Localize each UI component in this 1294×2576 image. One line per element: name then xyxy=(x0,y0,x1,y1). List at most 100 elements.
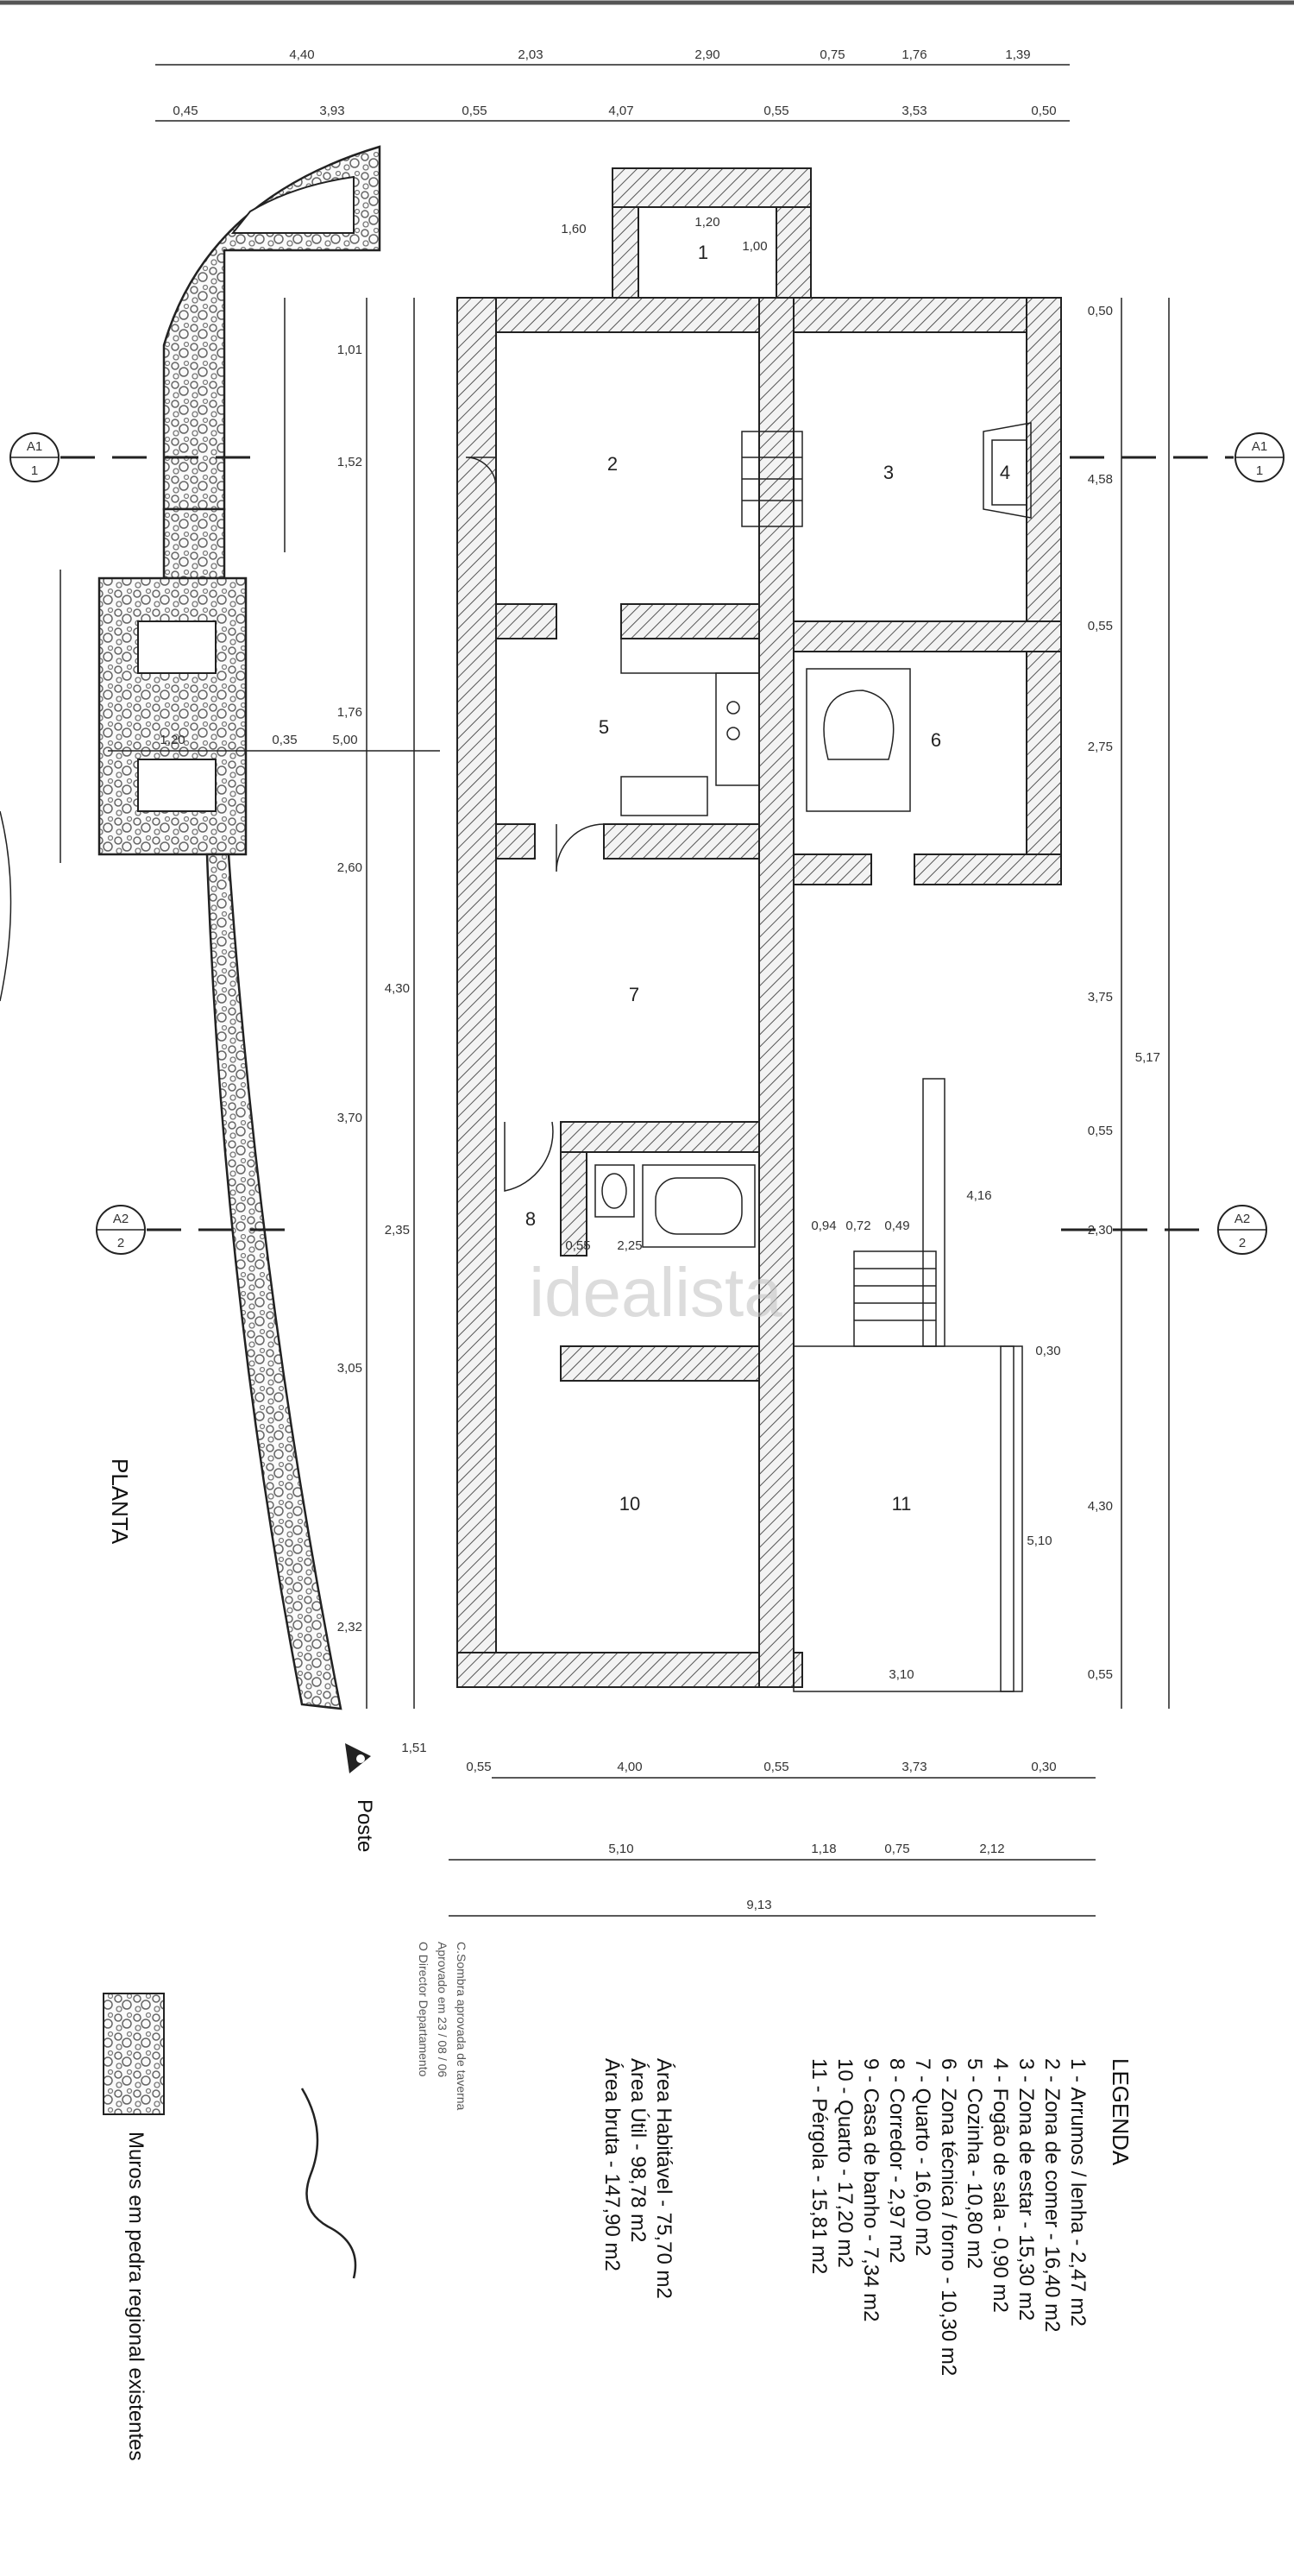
legend-item-1: 1 - Arrumos / lenha - 2,47 m2 xyxy=(1066,2058,1090,2327)
approval-stamp: C.Sombra aprovada de taverna Aprovado em… xyxy=(417,1942,468,2111)
dim-int-7: 2,25 xyxy=(617,1238,642,1253)
legend-item-4: 4 - Fogão de sala - 0,90 m2 xyxy=(989,2058,1012,2313)
room-label-5: 5 xyxy=(599,716,609,738)
dim-bottom2-1: 1,18 xyxy=(811,1842,836,1856)
dim-int-3: 0,35 xyxy=(272,733,297,747)
legend-item-2: 2 - Zona de comer - 16,40 m2 xyxy=(1040,2058,1064,2332)
area-bruta: Área bruta - 147,90 m2 xyxy=(600,2058,624,2271)
dim-int-2: 1,20 xyxy=(160,733,185,747)
signature xyxy=(300,2088,357,2279)
room-label-8: 8 xyxy=(525,1208,536,1230)
dim-top1-1: 2,03 xyxy=(518,47,543,62)
dim-top2-6: 0,50 xyxy=(1031,104,1056,118)
dim-right-6: 2,30 xyxy=(1088,1223,1113,1238)
dim-int-5: 1,60 xyxy=(561,222,586,236)
room-label-2: 2 xyxy=(607,453,618,475)
legend-title: LEGENDA xyxy=(1108,2058,1134,2166)
dim-right-7: 4,30 xyxy=(1088,1499,1113,1514)
legend-areas: Área Habitável - 75,70 m2 Área Útil - 98… xyxy=(600,2058,675,2299)
legend-item-7: 7 - Quarto - 16,00 m2 xyxy=(911,2058,934,2256)
dim-int-14: 1,51 xyxy=(401,1741,426,1755)
dim-left-3: 2,60 xyxy=(337,860,362,875)
dim-right-total: 5,17 xyxy=(1135,1050,1160,1065)
dim-bottom1-2: 0,55 xyxy=(763,1760,788,1774)
dim-left-0: 1,01 xyxy=(337,343,362,357)
dim-top1-5: 1,39 xyxy=(1005,47,1030,62)
room-label-10: 10 xyxy=(619,1493,640,1515)
dim-int-6: 0,55 xyxy=(565,1238,590,1253)
dim-top2-1: 3,93 xyxy=(319,104,344,118)
section-a1-right-label: A1 xyxy=(1252,439,1267,454)
svg-text:C.Sombra aprovada de taverna: C.Sombra aprovada de taverna xyxy=(455,1942,468,2111)
dim-int-4: 5,00 xyxy=(332,733,357,747)
dim-right-0: 0,50 xyxy=(1088,304,1113,318)
dim-bottom1-3: 3,73 xyxy=(901,1760,927,1774)
dim-right-2: 0,55 xyxy=(1088,619,1113,633)
legend-item-10: 10 - Quarto - 17,20 m2 xyxy=(833,2058,857,2268)
svg-text:Aprovado em 23 / 08 / 06: Aprovado em 23 / 08 / 06 xyxy=(436,1942,449,2077)
legend-item-8: 8 - Corredor - 2,97 m2 xyxy=(885,2058,908,2263)
dim-bottom1-1: 4,00 xyxy=(617,1760,642,1774)
legend-item-5: 5 - Cozinha - 10,80 m2 xyxy=(963,2058,986,2269)
building-walls xyxy=(456,167,1062,1688)
room-label-3: 3 xyxy=(883,462,894,483)
dim-bottom2-2: 0,75 xyxy=(884,1842,909,1856)
dim-top1-0: 4,40 xyxy=(289,47,314,62)
dim-left-5: 3,70 xyxy=(337,1111,362,1125)
dim-left-1: 1,52 xyxy=(337,455,362,469)
area-habitavel: Área Habitável - 75,70 m2 xyxy=(652,2058,675,2299)
legend-item-11: 11 - Pérgola - 15,81 m2 xyxy=(807,2058,831,2274)
stone-wall xyxy=(0,145,381,1710)
dim-top1-2: 2,90 xyxy=(694,47,719,62)
legend-item-3: 3 - Zona de estar - 15,30 m2 xyxy=(1014,2058,1038,2321)
dim-int-9: 0,72 xyxy=(845,1219,870,1233)
dim-top2-5: 3,53 xyxy=(901,104,927,118)
post-label: Poste xyxy=(353,1799,376,1852)
dim-bottom1-4: 0,30 xyxy=(1031,1760,1056,1774)
section-a1-left-label: A1 xyxy=(27,439,42,454)
dim-right-4: 3,75 xyxy=(1088,990,1113,1005)
dim-int-15: 0,30 xyxy=(1035,1344,1060,1358)
dimension-lines xyxy=(60,64,1170,1917)
dim-bottom-total: 9,13 xyxy=(746,1898,771,1912)
dim-int-1: 1,00 xyxy=(742,239,767,254)
dimension-texts: 4,40 2,03 2,90 0,75 1,76 1,39 0,45 3,93 … xyxy=(160,47,1160,1912)
room-label-4: 4 xyxy=(1000,462,1010,483)
post-marker xyxy=(345,1743,371,1773)
drawing-title: PLANTA xyxy=(107,1458,133,1545)
dim-left-7: 3,05 xyxy=(337,1361,362,1376)
section-marker-a1-left xyxy=(9,432,267,482)
interior-fixtures xyxy=(465,422,1032,1692)
room-label-11: 11 xyxy=(892,1493,912,1515)
dim-int-8: 0,94 xyxy=(811,1219,836,1233)
dim-int-10: 0,49 xyxy=(884,1219,909,1233)
dim-top2-4: 0,55 xyxy=(763,104,788,118)
svg-text:O Director Departamento: O Director Departamento xyxy=(417,1942,430,2077)
section-marker-a2-right xyxy=(1061,1205,1267,1255)
dim-left-6: 2,35 xyxy=(385,1223,410,1238)
section-marker-a1-right xyxy=(1070,432,1285,482)
room-label-1: 1 xyxy=(698,242,708,263)
dim-int-13: 3,10 xyxy=(889,1667,914,1682)
dim-top1-3: 0,75 xyxy=(820,47,845,62)
dim-right-3: 2,75 xyxy=(1088,740,1113,754)
room-label-6: 6 xyxy=(931,729,941,751)
section-marker-a2-left xyxy=(96,1205,285,1255)
dim-top2-2: 0,55 xyxy=(462,104,487,118)
dim-top2-3: 4,07 xyxy=(608,104,633,118)
material-note: Muros em pedra regional existentes xyxy=(124,2132,148,2461)
dim-int-11: 4,16 xyxy=(966,1188,991,1203)
section-a2-left-label: A2 xyxy=(113,1212,129,1226)
area-util: Área Útil - 98,78 m2 xyxy=(626,2058,650,2242)
room-label-7: 7 xyxy=(629,984,639,1005)
dim-left-8: 2,32 xyxy=(337,1620,362,1634)
watermark: idealista xyxy=(529,1254,782,1331)
dim-bottom2-0: 5,10 xyxy=(608,1842,633,1856)
dim-right-1: 4,58 xyxy=(1088,472,1113,487)
stone-legend-swatch xyxy=(103,1993,165,2115)
dim-top2-0: 0,45 xyxy=(173,104,198,118)
dim-left-2: 1,76 xyxy=(337,705,362,720)
section-a2-right-sub: 2 xyxy=(1239,1236,1246,1250)
section-a2-left-sub: 2 xyxy=(117,1236,124,1250)
dim-int-12: 5,10 xyxy=(1027,1534,1052,1548)
